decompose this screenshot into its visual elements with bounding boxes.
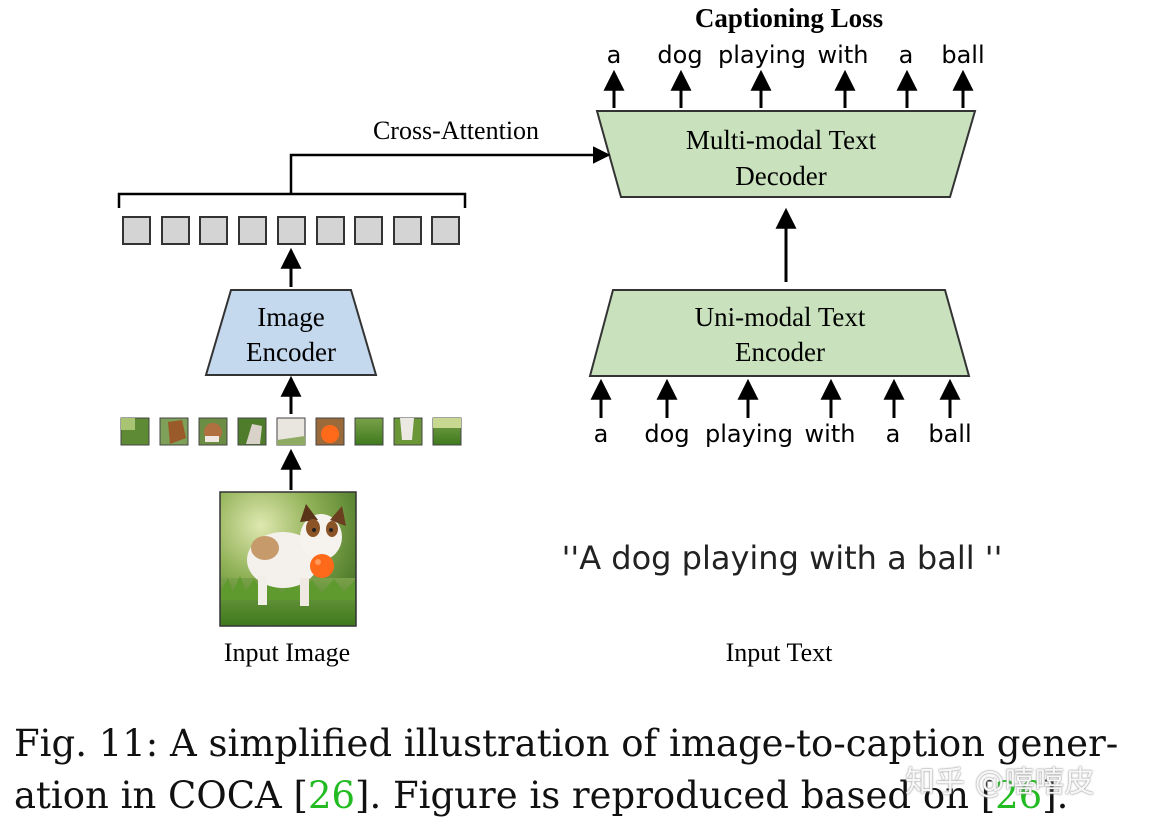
image-token [238,216,267,245]
output-token: a [607,41,622,69]
text-encoder-shape [588,289,971,377]
watermark: 知乎 @嘻嘻皮 [905,765,1095,800]
coca-diagram: Captioning Loss a dog playing with a bal… [117,3,1003,667]
token-bracket [117,192,467,208]
image-token [122,216,151,245]
input-arrows [590,378,961,418]
figure-caption: Fig. 11: A simplified illustration of im… [14,718,1139,822]
image-token [393,216,422,245]
output-token: ball [941,41,984,69]
image-encoder: Image Encoder [204,289,378,376]
image-patch [432,417,462,446]
caption-text: ]. [1042,774,1069,817]
cross-attention-arrow [289,146,611,194]
caption-text: Fig. 11: A simplified illustration of im… [14,722,1119,817]
image-encoder-label-line1: Image [257,302,324,332]
image-patch [393,417,423,446]
image-token [199,216,228,245]
output-token: playing [718,41,806,69]
caption-text: ]. Figure is reproduced based on [ [355,774,996,817]
input-token: playing [705,420,793,448]
decoder-label-line2: Decoder [735,161,826,191]
input-token: a [886,420,901,448]
image-token [431,216,460,245]
reference-link[interactable]: 26 [307,774,356,817]
ball [310,554,334,578]
output-token: with [818,41,869,69]
image-patch [237,417,267,446]
input-token: with [805,420,856,448]
image-patch [198,417,228,446]
captioning-loss-title: Captioning Loss [695,3,883,33]
image-token [277,216,306,245]
text-encoder-label-line1: Uni-modal Text [695,302,866,332]
reference-link[interactable]: 26 [995,774,1043,817]
image-token [354,216,383,245]
unimodal-text-encoder: Uni-modal Text Encoder [588,289,971,377]
image-encoder-label-line2: Encoder [246,337,336,367]
output-arrows [603,69,974,108]
output-token: dog [657,41,702,69]
text-encoder-label-line2: Encoder [735,337,825,367]
image-token [316,216,345,245]
input-tokens: a dog playing with a ball [594,420,972,448]
image-patches [120,417,462,446]
image-patch [354,417,384,446]
input-image [219,491,357,627]
cross-attention-label: Cross-Attention [373,116,539,145]
quoted-caption: ''A dog playing with a ball '' [562,539,1003,577]
output-tokens: a dog playing with a ball [607,41,985,69]
decoder-shape [595,110,977,198]
input-token: ball [928,420,971,448]
output-token: a [899,41,914,69]
image-patch [315,417,345,446]
image-token [161,216,190,245]
input-token: a [594,420,609,448]
image-patch [159,417,189,446]
input-token: dog [644,420,689,448]
image-patch [276,417,306,446]
image-encoder-shape [204,289,378,376]
image-patch [120,417,150,446]
multimodal-text-decoder: Multi-modal Text Decoder [595,110,977,198]
decoder-label-line1: Multi-modal Text [686,125,877,155]
input-text-label: Input Text [726,638,834,667]
image-tokens [122,216,460,245]
input-image-label: Input Image [224,638,350,667]
